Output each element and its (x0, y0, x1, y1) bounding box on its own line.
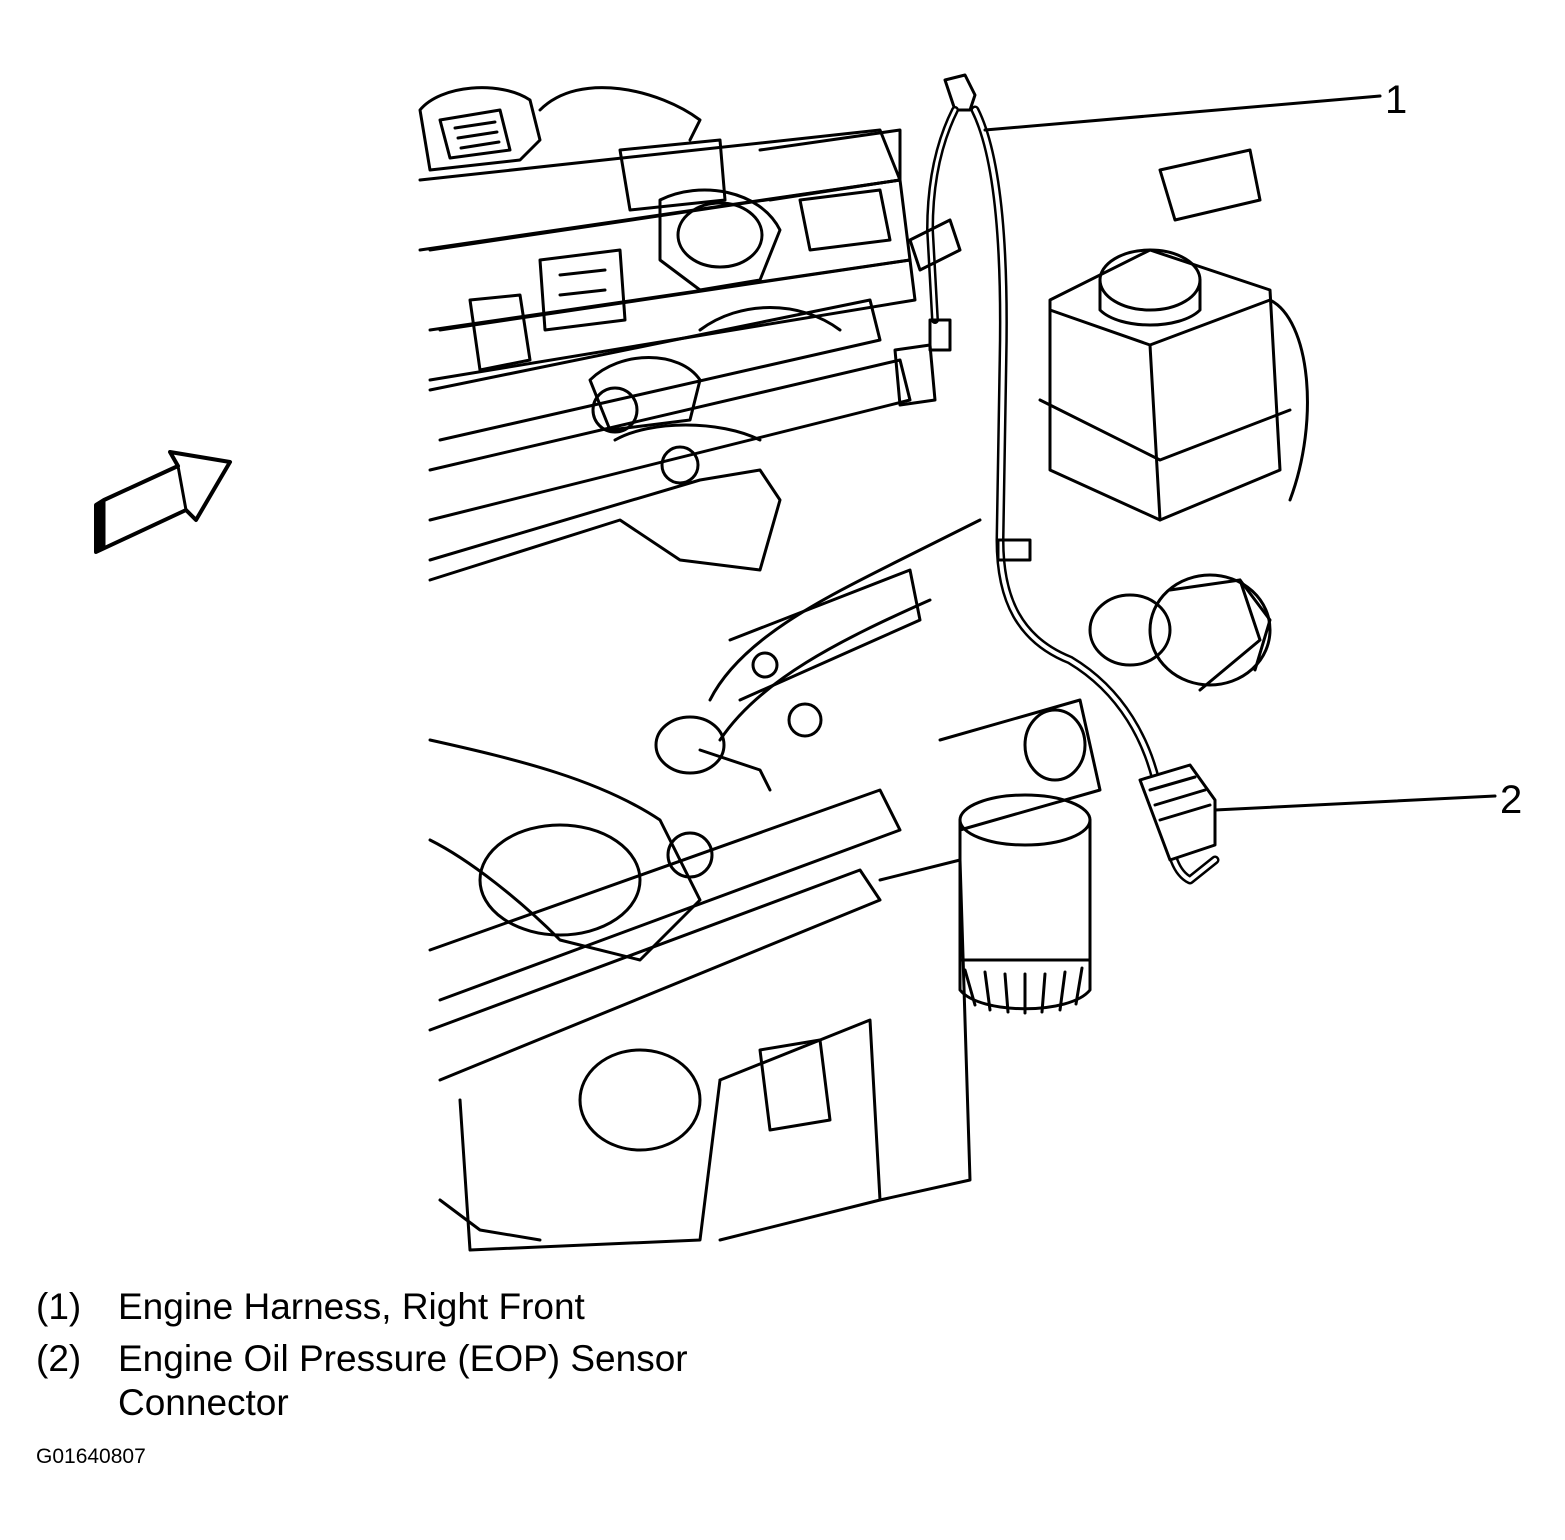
engine-diagram (94, 73, 1497, 1252)
figure-id: G01640807 (36, 1445, 146, 1468)
engine-block (428, 518, 982, 1252)
valve-cover (418, 86, 917, 582)
legend-text: Engine Harness, Right Front (118, 1286, 585, 1327)
legend-item-2: (2) Engine Oil Pressure (EOP) Sensor Con… (36, 1337, 936, 1425)
legend-number: (2) (36, 1338, 82, 1379)
legend: (1) Engine Harness, Right Front (2) Engi… (36, 1285, 936, 1433)
callout-leaders (983, 94, 1497, 812)
leader-line-1 (983, 94, 1382, 132)
legend-text: Engine Oil Pressure (EOP) Sensor Connect… (118, 1338, 688, 1423)
coolant-reservoir (1038, 148, 1309, 522)
engine-harness (893, 73, 1165, 805)
leader-line-2 (1213, 794, 1497, 812)
legend-number: (1) (36, 1286, 82, 1327)
oil-filter (938, 698, 1102, 1015)
throttle-body (1088, 573, 1272, 692)
eop-sensor-connector (1138, 763, 1220, 885)
callout-1: 1 (1385, 78, 1408, 122)
legend-item-1: (1) Engine Harness, Right Front (36, 1285, 936, 1329)
direction-arrow-icon (94, 450, 232, 554)
callout-2: 2 (1500, 778, 1523, 822)
